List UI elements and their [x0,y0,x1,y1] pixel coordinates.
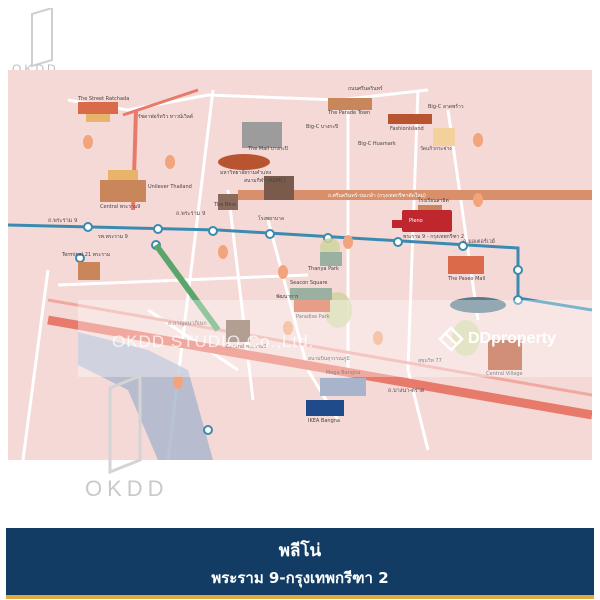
rama9-b-label: ถ.พระราม 9 [176,211,206,217]
rama9-road-label: ถ.พระราม 9 [48,218,78,224]
label-bigc-2: Big-C บางกะปิ [306,123,338,130]
building-icons [78,98,522,416]
label-asmc: สนามกีฬา (ASMC) [244,177,286,184]
pleno-logo-text: Pleno [409,218,423,224]
mega-building [320,378,366,396]
label-mall: The Mall บางกะปิ [247,145,288,152]
asmc-building [264,176,294,200]
label-muang: ถนนศรีนครินทร์ [348,85,383,92]
label-paseo: The Paseo Mall [447,276,485,282]
paradise-building [294,300,330,312]
stadium-icon [218,154,270,170]
ikea-building [306,400,344,416]
mall-building [242,122,282,148]
central-village-building [488,340,522,370]
pleno-tagline: พระราม 9 - กรุงเทพกรีฑา 2 [403,233,464,240]
label-thanya: Thanya Park [307,266,339,272]
street-bar-building [78,102,118,114]
bigc-building [433,128,455,146]
rail-line-green [153,243,221,332]
paseo-building [448,256,484,274]
label-terminal21: Terminal 21 พระราม [61,252,110,258]
river [78,332,213,460]
nine-building [218,194,238,210]
label-ratchada: รัชดาฟอร์ทวิว ทาวน์เวิลด์ [138,113,193,120]
label-fashion: Fashionisland [390,126,424,132]
watermark-band [78,300,598,377]
studio-watermark: OKDD STUDIO Co.,Ltd. [112,332,315,351]
terminal21-building [78,262,100,280]
label-pattanakarn: พัฒนาการ [276,294,299,300]
label-mega: Mega Bangna [326,370,360,376]
label-hospital: โรงพยาบาล [258,215,284,222]
label-airport: สนามบินสุวรรณภูมิ [308,355,350,362]
label-paradise: Paradise Park [296,314,330,320]
ddproperty-watermark: DDproperty [438,326,556,352]
label-ikea: IKEA Bangna [308,418,340,424]
label-bigc-huamark: Big-C Huamark [358,141,396,147]
seacon-building [290,288,332,300]
label-central-village: Central Village [486,371,523,377]
label-central: Central พระราม9 [100,204,140,210]
project-name: พลีโน่ [278,541,322,561]
label-school: โรงเรียนสาธิต [418,197,449,204]
ddproperty-icon [438,326,464,352]
label-parade: The Parade Town [327,110,370,116]
label-unilever: Unilever Thailand [148,184,192,190]
motorway-label: ถ.มอเตอร์เวย์ [463,238,495,245]
parade-building [328,98,372,110]
motorway-road [47,298,592,397]
bangna-label: ถ.บางนา-ตราด [388,388,425,394]
label-seacon: Seacon Square [290,280,327,286]
location-map: ถ.ศรีนครินทร์-ร่มเกล้า (กรุงเทพกรีฑาตัดใ… [8,70,592,460]
okdd-logo-icon [31,8,53,68]
label-fortune: มหาวิทยาลัยรามคำแหง [220,169,272,176]
tree-icons [83,133,483,389]
north-red-road [122,88,199,117]
rail-line-blue [8,223,592,312]
okdd-bottom-logo-icon [108,374,142,474]
project-footer: พลีโน่ พระราม 9-กรุงเทพกรีฑา 2 [6,528,594,599]
fashion-building [388,114,432,124]
bangna-road [47,315,592,420]
project-subtitle: พระราม 9-กรุงเทพกรีฑา 2 [211,569,389,587]
kanchana-label: ถ.กาญจนาภิเษก [168,320,207,327]
label-central-rama: Central พระราม9 [226,344,266,350]
ddproperty-text: DDproperty [468,330,557,347]
label-sukhumvit: สุขุมวิท 77 [418,357,442,364]
okdd-bottom-text: OKDD [85,476,169,501]
label-wat-1: วัดแก้วกระจ่าง [420,145,452,152]
orange-road [238,190,592,200]
unilever-building [100,180,146,202]
central-rama-building [226,320,250,342]
label-nine: The Nine [213,202,236,208]
label-street-bar: The Street Ratchada [77,96,129,102]
orange-road-label: ถ.ศรีนครินทร์-ร่มเกล้า (กรุงเทพกรีฑาตัดใ… [328,192,426,199]
label-bigc-1: Big-C ลาดพร้าว [428,103,464,110]
label-hosp2: รพ.พระราม 9 [98,234,128,240]
pleno-logo-box [402,210,452,232]
thanya-building [320,252,342,266]
bridge-icon [450,297,506,313]
